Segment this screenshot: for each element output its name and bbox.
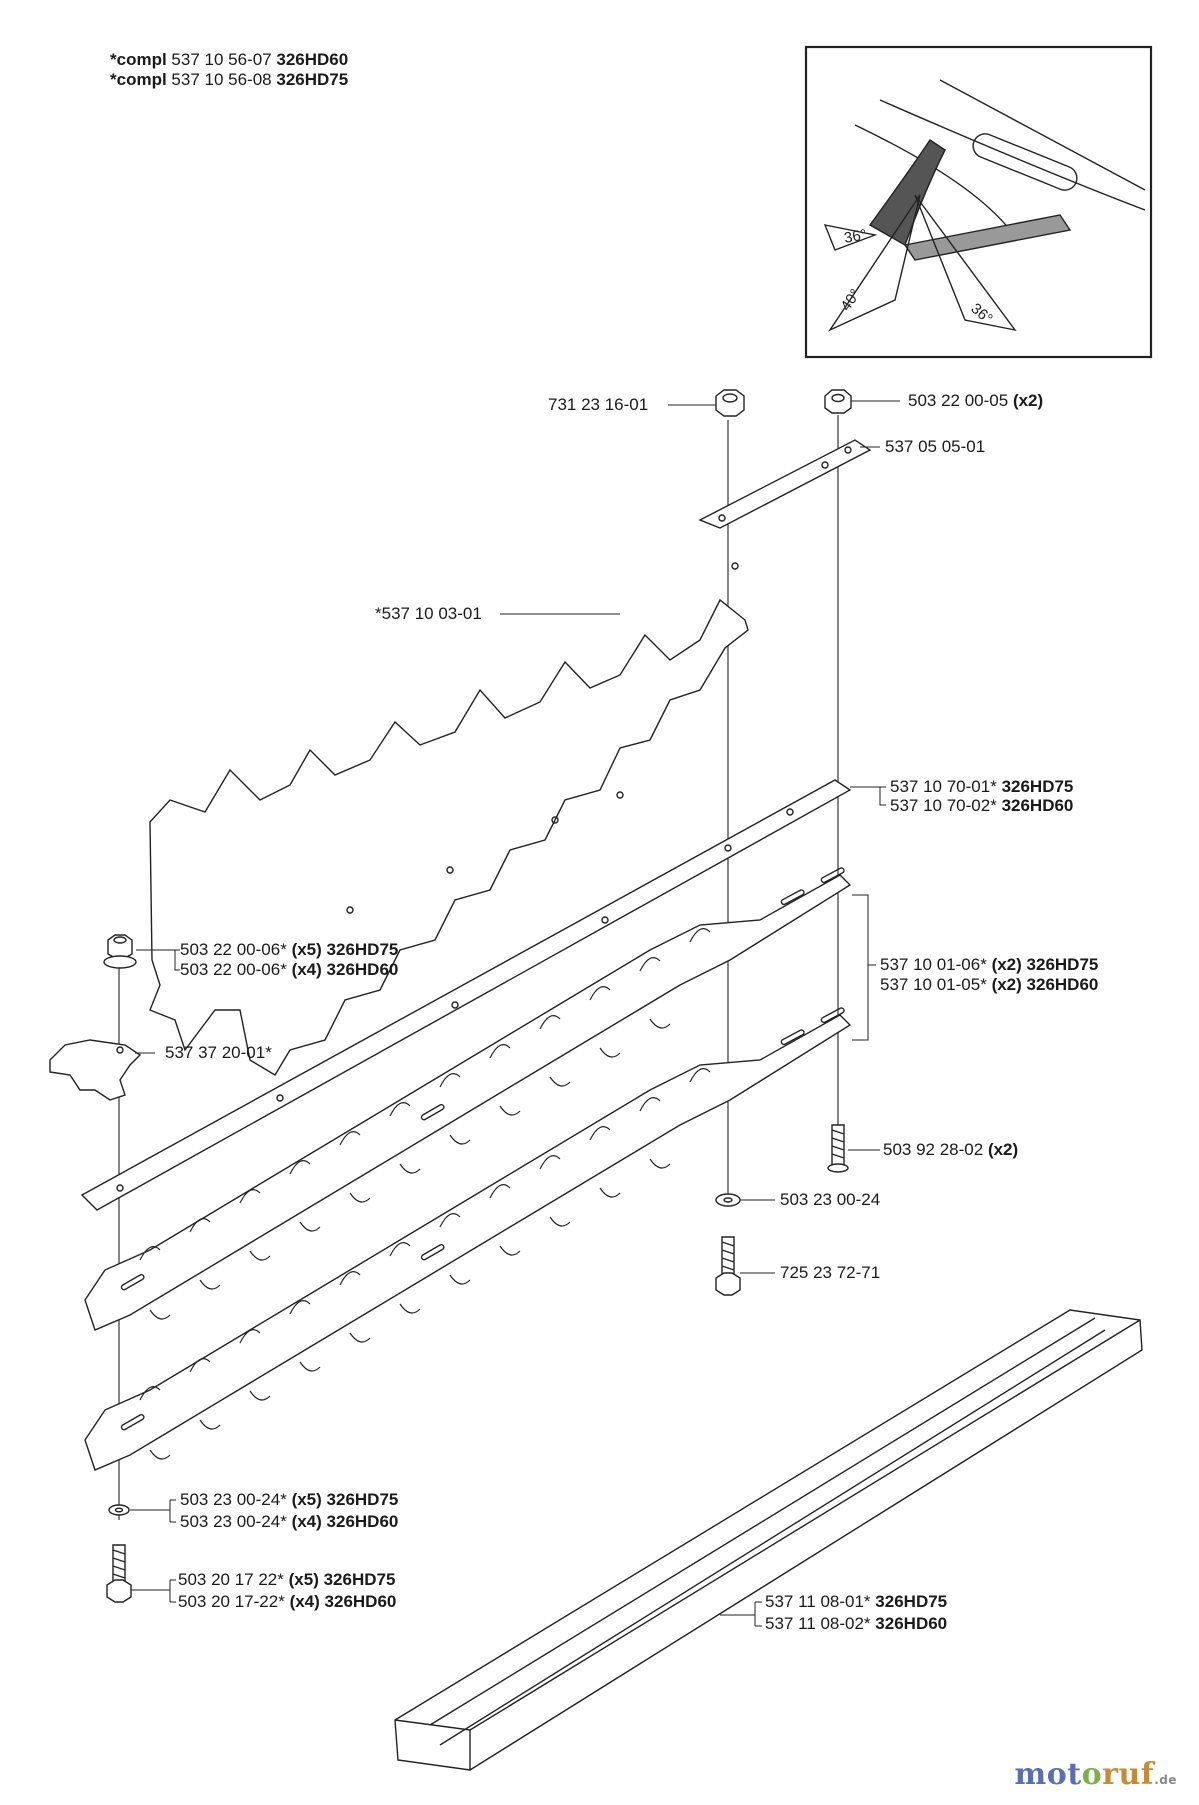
part-number: 503 20 17-22* xyxy=(178,1592,285,1611)
part-number: 537 11 08-02* xyxy=(765,1614,871,1633)
part-number: 537 10 70-01* xyxy=(890,777,997,796)
header-model: 326HD60 xyxy=(276,50,349,69)
guide-bar-drawing xyxy=(80,779,852,1211)
label-guide-bar-b: 537 10 70-02* 326HD60 xyxy=(890,796,1073,816)
watermark-part: mot xyxy=(1014,1757,1082,1792)
part-number: 503 92 28-02 xyxy=(883,1140,984,1159)
label-flange-nut-b: 503 22 00-06* (x4) 326HD60 xyxy=(180,960,398,980)
part-number: 503 20 17 22* xyxy=(178,1570,284,1589)
label-spacer-plate: 537 05 05-01 xyxy=(885,437,985,457)
part-model: 326HD75 xyxy=(323,1570,396,1589)
part-number: 725 23 72-71 xyxy=(780,1263,881,1282)
spacer-plate-drawing xyxy=(698,439,872,529)
screw-pair-drawing xyxy=(827,1124,849,1173)
part-number: 537 37 20-01* xyxy=(165,1043,272,1062)
flange-nut-drawing xyxy=(103,934,137,969)
part-qty: (x5) xyxy=(291,940,322,959)
label-washer-b: 503 23 00-24* (x4) 326HD60 xyxy=(180,1512,398,1532)
header-prefix: *compl xyxy=(110,70,167,89)
part-model: 326HD60 xyxy=(326,1512,399,1531)
label-screw-b: 503 20 17-22* (x4) 326HD60 xyxy=(178,1592,396,1612)
part-model: 326HD75 xyxy=(1001,777,1074,796)
part-model: 326HD60 xyxy=(1001,796,1074,815)
part-model: 326HD60 xyxy=(326,960,399,979)
nut-731-drawing xyxy=(715,389,745,417)
label-screw-pair: 503 92 28-02 (x2) xyxy=(883,1140,1018,1160)
part-number: 537 10 01-06* xyxy=(880,955,987,974)
label-blade-a: 537 10 01-06* (x2) 326HD75 xyxy=(880,955,1098,975)
header-model: 326HD75 xyxy=(276,70,349,89)
label-nut-731: 731 23 16-01 xyxy=(548,395,648,415)
part-model: 326HD75 xyxy=(875,1592,948,1611)
part-qty: (x2) xyxy=(987,1140,1019,1159)
cutter-blade-2-drawing xyxy=(84,1007,852,1471)
leader-lines xyxy=(130,400,900,1627)
label-guide-bar-a: 537 10 70-01* 326HD75 xyxy=(890,777,1073,797)
part-number: 503 23 00-24 xyxy=(780,1190,881,1209)
part-number: 503 22 00-05 xyxy=(908,391,1009,410)
screw-lower-drawing xyxy=(106,1544,132,1603)
header-number: 537 10 56-07 xyxy=(171,50,272,69)
label-cover-b: 537 11 08-02* 326HD60 xyxy=(765,1614,947,1634)
part-model: 326HD75 xyxy=(1026,955,1099,974)
header-number: 537 10 56-08 xyxy=(171,70,272,89)
label-washer: 503 23 00-24 xyxy=(780,1190,880,1210)
part-model: 326HD60 xyxy=(324,1592,397,1611)
part-model: 326HD60 xyxy=(1026,975,1099,994)
part-number: 503 23 00-24* xyxy=(180,1490,287,1509)
label-cover-a: 537 11 08-01* 326HD75 xyxy=(765,1592,947,1612)
watermark-part: o xyxy=(1081,1757,1103,1792)
header-prefix: *compl xyxy=(110,50,167,69)
washer-lower-drawing xyxy=(108,1504,130,1516)
part-qty: (x2) xyxy=(991,955,1022,974)
part-qty: (x5) xyxy=(288,1570,319,1589)
nut-pair-drawing xyxy=(824,389,852,414)
washer-drawing xyxy=(715,1193,741,1207)
part-number: 537 10 70-02* xyxy=(890,796,997,815)
part-number: 537 05 05-01 xyxy=(885,437,986,456)
part-qty: (x5) xyxy=(291,1490,322,1509)
label-washer-a: 503 23 00-24* (x5) 326HD75 xyxy=(180,1490,398,1510)
part-qty: (x4) xyxy=(289,1592,320,1611)
header-line-1: *compl 537 10 56-07 326HD60 xyxy=(110,50,348,70)
part-model: 326HD60 xyxy=(875,1614,948,1633)
part-number: 503 23 00-24* xyxy=(180,1512,287,1531)
top-blade-drawing xyxy=(149,562,749,1076)
part-model: 326HD75 xyxy=(326,940,399,959)
part-number: *537 10 03-01 xyxy=(375,604,482,623)
part-number: 503 22 00-06* xyxy=(180,960,287,979)
inset-angle-3: 36° xyxy=(967,300,995,328)
watermark-part: ruf xyxy=(1102,1757,1155,1792)
inset-detail: 36° 40° 36° xyxy=(804,45,1153,359)
label-bolt: 725 23 72-71 xyxy=(780,1263,880,1283)
blade-cover-drawing xyxy=(394,1309,1143,1771)
part-qty: (x4) xyxy=(291,960,322,979)
part-number: 537 11 08-01* xyxy=(765,1592,871,1611)
part-number: 731 23 16-01 xyxy=(548,395,649,414)
part-qty: (x2) xyxy=(1012,391,1044,410)
label-guide-clip: 537 37 20-01* xyxy=(165,1043,272,1063)
inset-angle-1: 36° xyxy=(843,226,868,247)
part-number: 537 10 01-05* xyxy=(880,975,987,994)
part-qty: (x4) xyxy=(291,1512,322,1531)
label-flange-nut-a: 503 22 00-06* (x5) 326HD75 xyxy=(180,940,398,960)
part-model: 326HD75 xyxy=(326,1490,399,1509)
bolt-725-drawing xyxy=(715,1236,741,1296)
guide-clip-drawing xyxy=(49,1039,142,1101)
label-screw-a: 503 20 17 22* (x5) 326HD75 xyxy=(178,1570,395,1590)
header-line-2: *compl 537 10 56-08 326HD75 xyxy=(110,70,348,90)
watermark-logo: motoruf.de xyxy=(1015,1757,1177,1792)
label-top-blade: *537 10 03-01 xyxy=(375,604,482,624)
part-qty: (x2) xyxy=(991,975,1022,994)
label-blade-b: 537 10 01-05* (x2) 326HD60 xyxy=(880,975,1098,995)
inset-angle-2: 40° xyxy=(837,286,864,314)
watermark-part: .de xyxy=(1154,1773,1177,1787)
cutter-blade-1-drawing xyxy=(84,867,852,1331)
part-number: 503 22 00-06* xyxy=(180,940,287,959)
label-nut-pair: 503 22 00-05 (x2) xyxy=(908,391,1043,411)
